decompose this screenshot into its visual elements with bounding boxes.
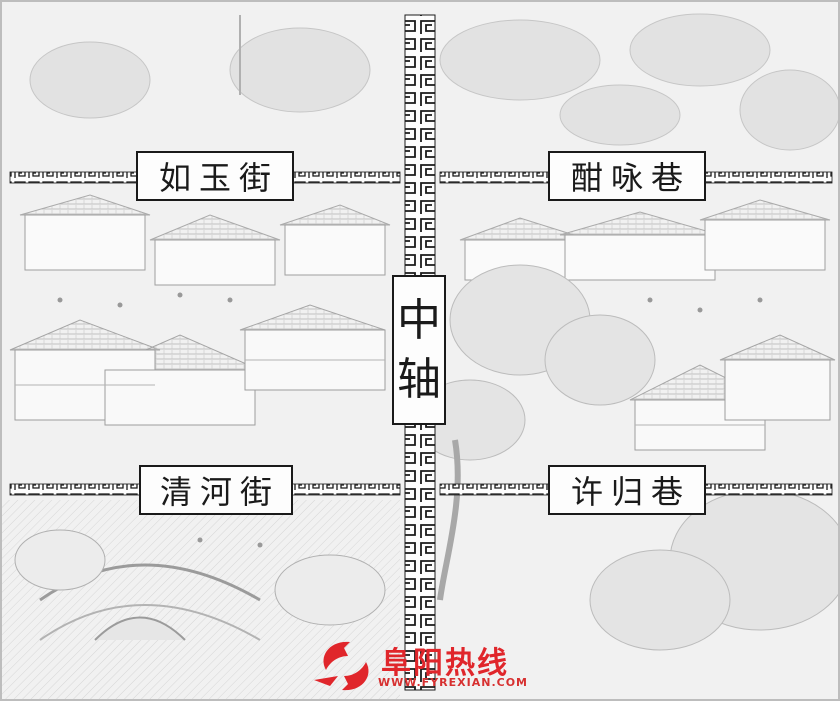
street-label-qinghe: 清河街 (139, 465, 293, 515)
central-axis-label: 中 轴 (392, 275, 446, 425)
central-axis-char-2: 轴 (397, 354, 441, 405)
watermark-url: WWW.FYREXIAN.COM (378, 676, 528, 689)
street-label-ruyu: 如玉街 (136, 151, 294, 201)
street-label-qinghe-text: 清河街 (159, 473, 280, 511)
lane-label-xugui: 许归巷 (548, 465, 706, 515)
watermark-name: 阜阳热线 (381, 646, 509, 681)
swirl-logo-icon (314, 641, 369, 691)
lane-label-hanyong: 酣咏巷 (548, 151, 706, 201)
street-label-ruyu-text: 如玉街 (158, 159, 279, 197)
lane-label-xugui-text: 许归巷 (570, 473, 691, 511)
central-axis-char-1: 中 (397, 294, 441, 346)
lane-label-hanyong-text: 酣咏巷 (570, 159, 691, 197)
